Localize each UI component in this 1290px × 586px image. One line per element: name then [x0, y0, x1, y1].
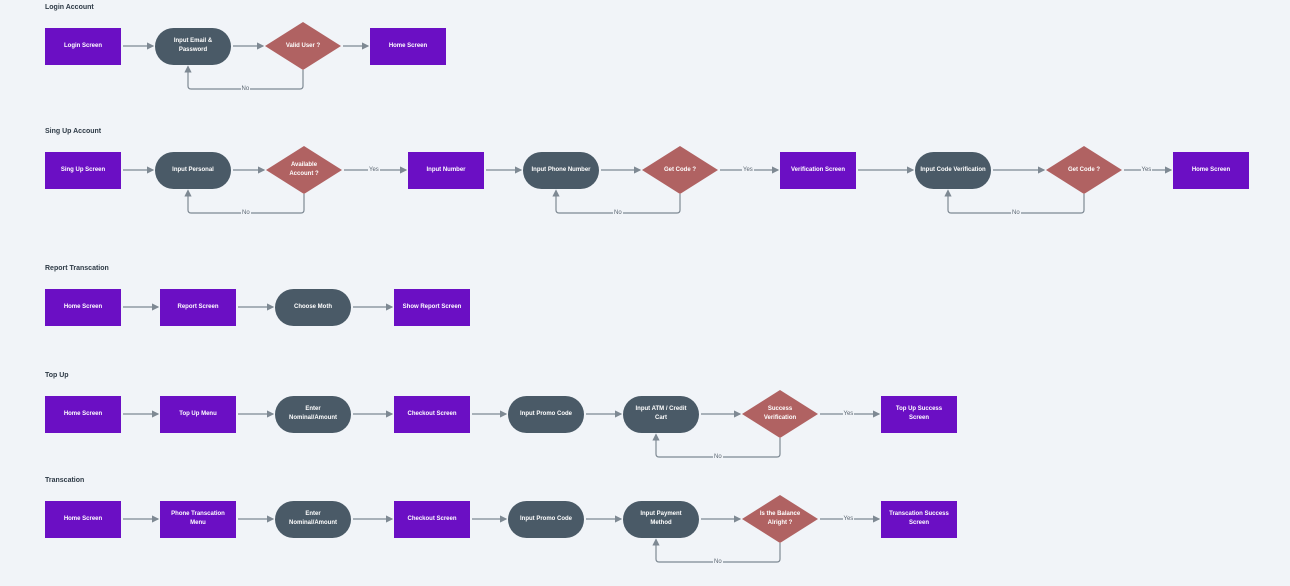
- edge-label-yes: Yes: [368, 166, 380, 174]
- process-node[interactable]: Enter Nominal/Amount: [275, 395, 351, 433]
- process-node[interactable]: Choose Moth: [275, 288, 351, 326]
- process-node[interactable]: Input ATM / Credit Cart: [623, 395, 699, 433]
- section-title: Report Transcation: [45, 265, 109, 272]
- section-title: Login Account: [45, 4, 94, 11]
- decision-label: Success Verification: [763, 406, 797, 421]
- section-title: Sing Up Account: [45, 128, 102, 135]
- edge-label-yes: Yes: [842, 410, 855, 418]
- process-node[interactable]: Input Code Verification: [915, 151, 991, 189]
- decision-label: Available Account ?: [289, 162, 319, 177]
- screen-node[interactable]: Login Screen: [45, 27, 121, 65]
- decision-node[interactable]: Valid User ?: [265, 22, 341, 70]
- section-title: Top Up: [45, 372, 69, 379]
- screen-node[interactable]: Verification Screen: [780, 151, 856, 189]
- decision-label: Is the Balance Alright ?: [759, 511, 801, 526]
- decision-node[interactable]: Available Account ?: [266, 146, 342, 194]
- decision-diamond-shape: [265, 22, 341, 70]
- screen-node[interactable]: Input Number: [408, 151, 484, 189]
- screen-node[interactable]: Home Screen: [45, 395, 121, 433]
- decision-label: Get Code ?: [663, 166, 696, 173]
- decision-node[interactable]: Success Verification: [742, 390, 818, 438]
- edge-label-no: No: [241, 209, 251, 217]
- screen-node[interactable]: Home Screen: [370, 27, 446, 65]
- screen-node[interactable]: Home Screen: [1173, 151, 1249, 189]
- screen-node[interactable]: Home Screen: [45, 500, 121, 538]
- screen-node[interactable]: Transcation Success Screen: [881, 500, 957, 538]
- edge-label-yes: Yes: [1140, 166, 1153, 174]
- process-node[interactable]: Input Personal: [155, 151, 231, 189]
- screen-node[interactable]: Home Screen: [45, 288, 121, 326]
- screen-node[interactable]: Top Up Success Screen: [881, 395, 957, 433]
- decision-diamond-shape: [642, 146, 718, 194]
- edge-label-yes: Yes: [742, 166, 754, 174]
- decision-diamond-shape: [742, 390, 818, 438]
- decision-diamond-shape: [742, 495, 818, 543]
- process-node[interactable]: Enter Nominal/Amount: [275, 500, 351, 538]
- screen-node[interactable]: Phone Transcation Menu: [160, 500, 236, 538]
- decision-node[interactable]: Is the Balance Alright ?: [742, 495, 818, 543]
- edge-label-no: No: [240, 85, 251, 93]
- edge-label-yes: Yes: [842, 515, 855, 523]
- decision-node[interactable]: Get Code ?: [642, 146, 718, 194]
- decision-diamond-shape: [266, 146, 342, 194]
- edge-label-no: No: [713, 558, 723, 566]
- process-node[interactable]: Input Payment Method: [623, 500, 699, 538]
- process-node[interactable]: Input Phone Number: [523, 151, 599, 189]
- section-title: Transcation: [45, 477, 85, 484]
- process-node[interactable]: Input Email & Password: [155, 27, 231, 65]
- screen-node[interactable]: Checkout Screen: [394, 395, 470, 433]
- process-node[interactable]: Input Promo Code: [508, 500, 584, 538]
- screen-node[interactable]: Show Report Screen: [394, 288, 470, 326]
- screen-node[interactable]: Checkout Screen: [394, 500, 470, 538]
- screen-node[interactable]: Report Screen: [160, 288, 236, 326]
- decision-node[interactable]: Get Code ?: [1046, 146, 1122, 194]
- screen-node[interactable]: Top Up Menu: [160, 395, 236, 433]
- decision-diamond-shape: [1046, 146, 1122, 194]
- screen-node[interactable]: Sing Up Screen: [45, 151, 121, 189]
- decision-label: Valid User ?: [285, 42, 321, 49]
- edge-label-no: No: [613, 209, 623, 217]
- decision-label: Get Code ?: [1067, 166, 1100, 173]
- edge-label-no: No: [1011, 209, 1021, 217]
- process-node[interactable]: Input Promo Code: [508, 395, 584, 433]
- edge-label-no: No: [713, 453, 723, 461]
